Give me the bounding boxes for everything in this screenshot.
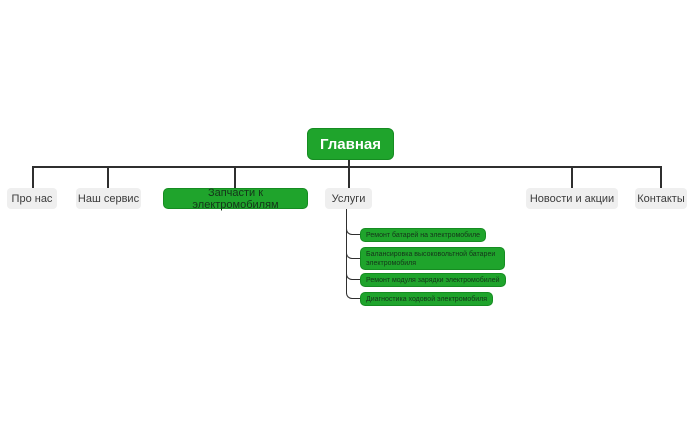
- connector-elbow-chassis-diagnostics: [346, 209, 360, 299]
- connector-drop-news: [571, 168, 573, 188]
- subnode-battery-repair[interactable]: Ремонт батарей на электромобиле: [360, 228, 487, 242]
- connector-main-horizontal: [32, 166, 662, 168]
- node-our-service[interactable]: Наш сервис: [76, 188, 141, 209]
- node-news-promos[interactable]: Новости и акции: [526, 188, 618, 209]
- node-contacts[interactable]: Контакты: [635, 188, 687, 209]
- node-ev-parts[interactable]: Запчасти к электромобилям: [163, 187, 308, 211]
- connector-root-vertical: [348, 159, 350, 188]
- connector-drop-parts: [234, 168, 236, 188]
- subnode-charging-module-repair[interactable]: Ремонт модуля зарядки электромобилей: [360, 273, 506, 287]
- subnode-chassis-diagnostics[interactable]: Диагностика ходовой электромобиля: [360, 292, 494, 306]
- connector-drop-contacts: [660, 168, 662, 188]
- node-services[interactable]: Услуги: [325, 188, 372, 209]
- node-home[interactable]: Главная: [307, 128, 394, 160]
- connector-drop-about: [32, 168, 34, 188]
- subnode-battery-balancing[interactable]: Балансировка высоковольтной батареи элек…: [360, 247, 505, 270]
- connector-drop-our-service: [107, 168, 109, 188]
- node-about[interactable]: Про нас: [7, 188, 57, 209]
